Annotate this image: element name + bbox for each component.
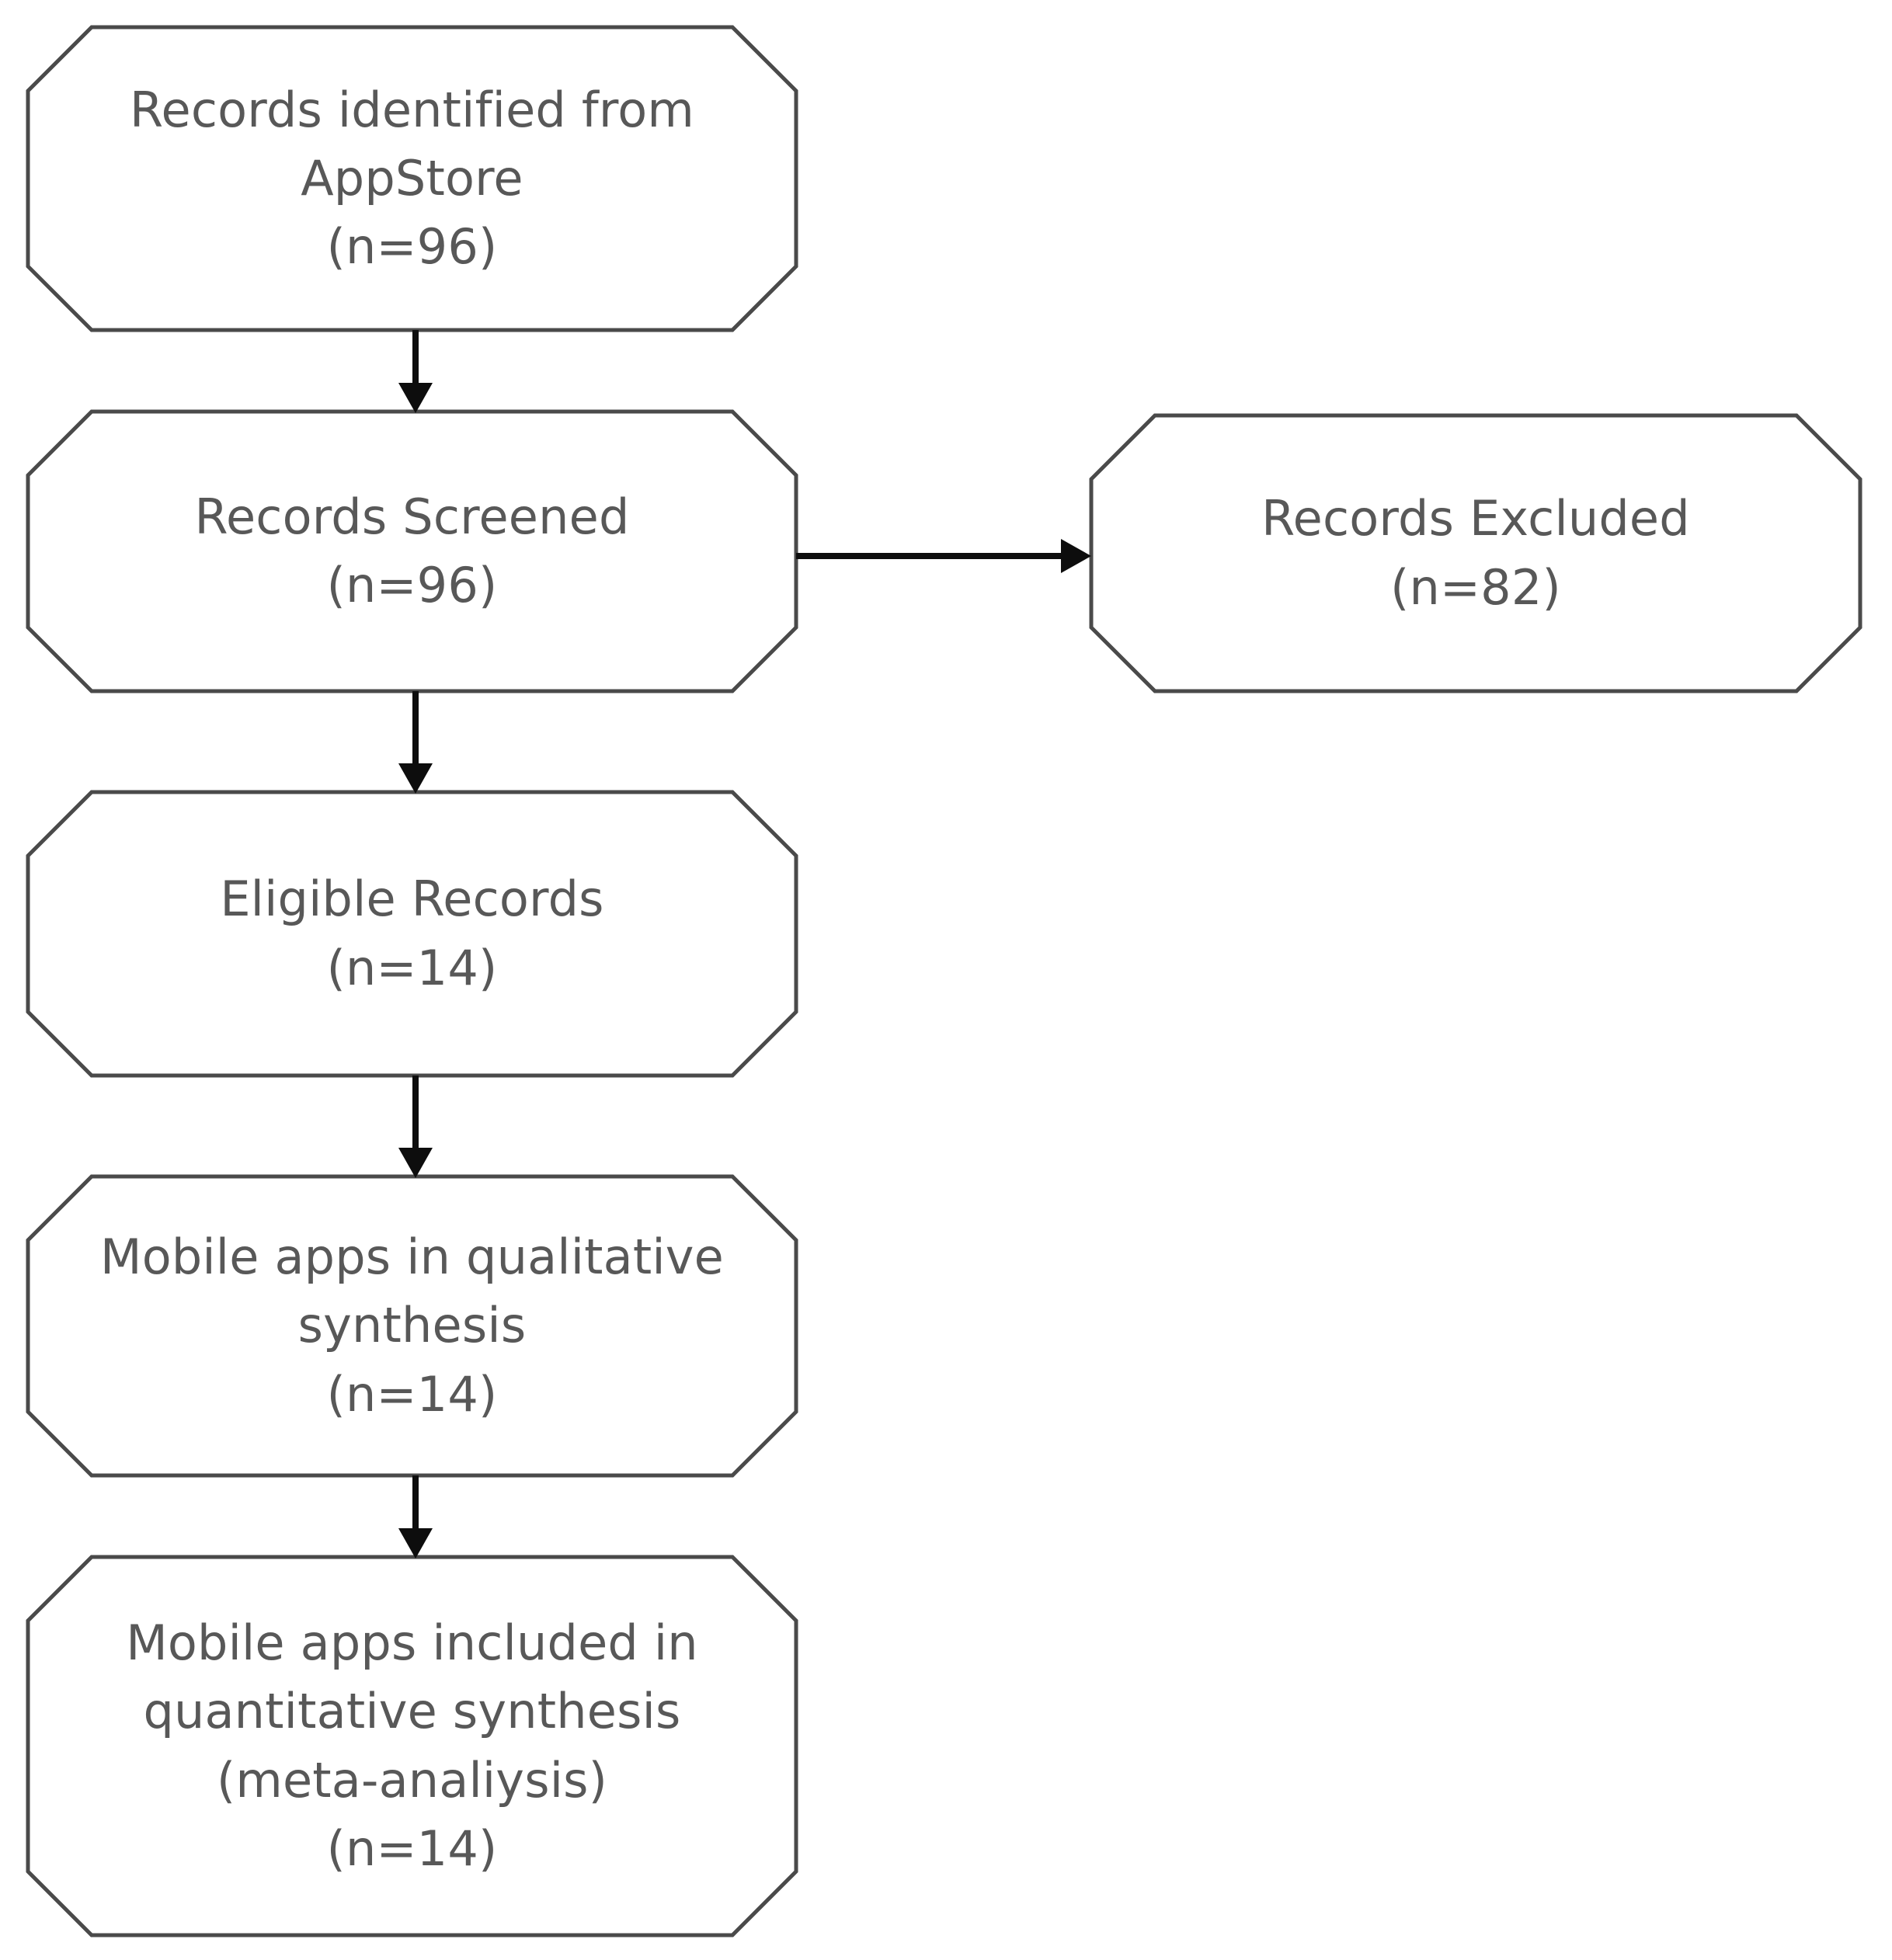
arrow-screened-to-eligible [398, 691, 433, 794]
arrow-screened-to-excluded [796, 539, 1091, 573]
node-shape-identified[interactable] [26, 25, 798, 332]
arrow-identified-to-screened [398, 330, 433, 413]
arrow-qualitative-to-quantitative [398, 1475, 433, 1559]
node-shape-qualitative[interactable] [26, 1174, 798, 1478]
arrow-eligible-to-qualitative [398, 1076, 433, 1178]
node-shape-eligible[interactable] [26, 790, 798, 1078]
node-shape-excluded[interactable] [1089, 413, 1862, 693]
node-shape-quantitative[interactable] [26, 1555, 798, 1937]
node-shape-screened[interactable] [26, 409, 798, 693]
